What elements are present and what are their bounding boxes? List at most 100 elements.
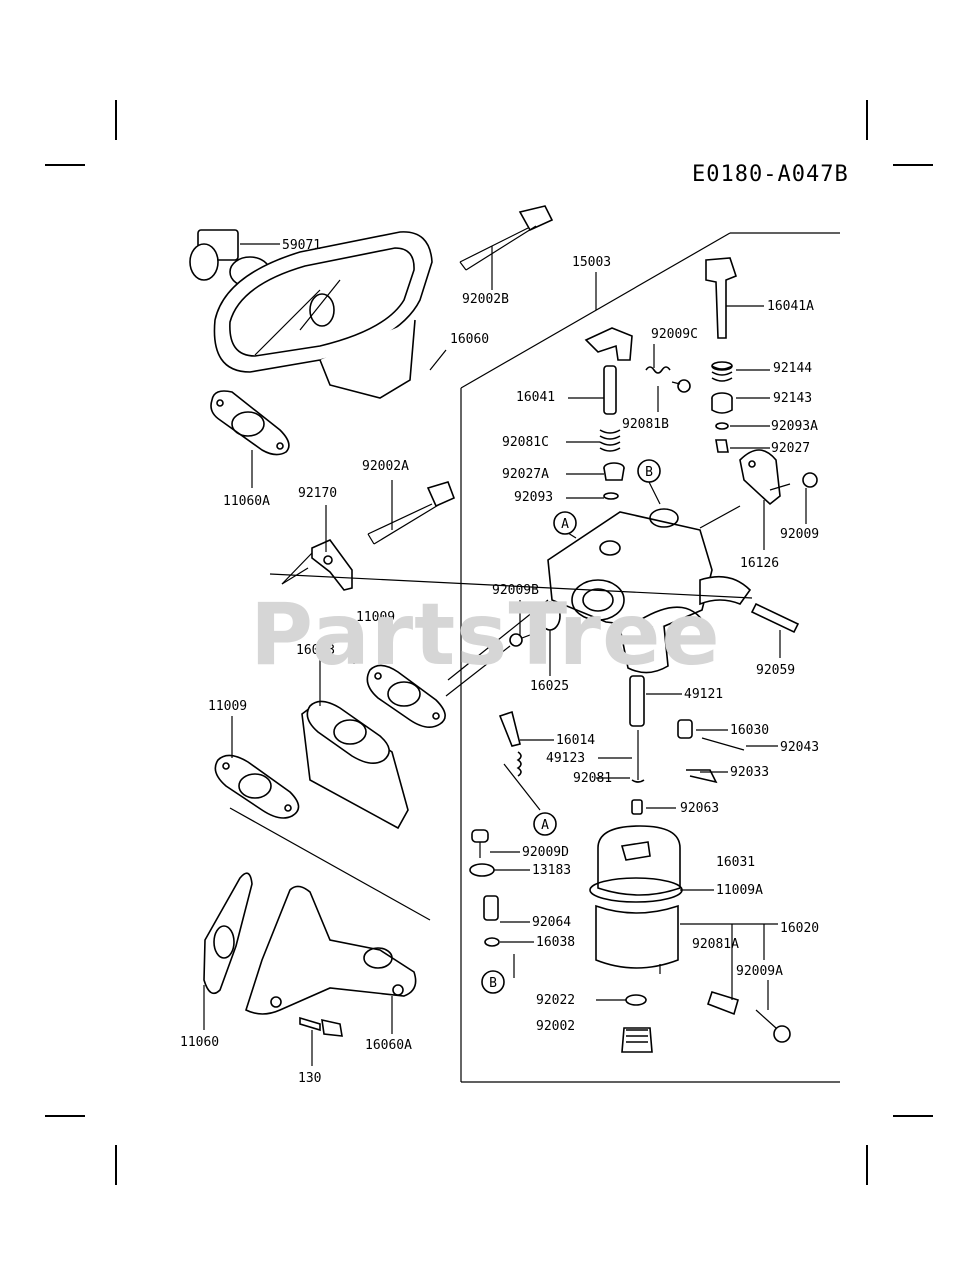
part-label: 16073 [296, 643, 335, 658]
part-label: 16020 [780, 921, 819, 936]
part-label: 92009 [780, 527, 819, 542]
part-label: 16126 [740, 556, 779, 571]
spring-92081c-drawing [599, 429, 621, 452]
crop-mark [893, 164, 933, 166]
part-label: 16060A [365, 1038, 412, 1053]
seal-92027-drawing [715, 439, 729, 453]
part-label: 92063 [680, 801, 719, 816]
float-valve-16030-drawing [677, 719, 693, 739]
shaft-92064-drawing [483, 895, 499, 921]
part-label: 92002 [536, 1019, 575, 1034]
part-label: 11009 [208, 699, 247, 714]
crop-mark [866, 100, 868, 140]
svg-text:A: A [541, 818, 549, 833]
callout-b-lower: B [481, 970, 505, 994]
pilot-jet-16014-drawing [498, 710, 522, 777]
leader-lines [203, 243, 807, 1066]
part-label: 92081 [573, 771, 612, 786]
part-label: 16014 [556, 733, 595, 748]
part-label: 92093A [771, 419, 818, 434]
plate-16073-drawing [301, 700, 409, 830]
part-label: 92027A [502, 467, 549, 482]
screw-92009c-drawing [671, 379, 691, 393]
part-labels: 59071 92002B 16060 11060A 92002A 92170 1… [180, 238, 819, 1086]
part-label: 11009A [716, 883, 763, 898]
part-label: 15003 [572, 255, 611, 270]
bolt-130-drawing [299, 1016, 343, 1037]
part-label: 92081C [502, 435, 549, 450]
seal-92027a-drawing [603, 462, 625, 481]
washer-92093-drawing [603, 492, 619, 500]
part-label: 59071 [282, 238, 321, 253]
part-label: 130 [298, 1071, 321, 1086]
part-label: 92009B [492, 583, 539, 598]
part-label: 92033 [730, 765, 769, 780]
part-label: 16025 [530, 679, 569, 694]
part-label: 16031 [716, 855, 755, 870]
diagram-code: E0180-A047B [692, 162, 849, 187]
choke-lever-16041a-drawing [705, 257, 737, 339]
svg-text:B: B [489, 976, 497, 991]
assembly-boundary [460, 232, 840, 1083]
gasket-11060-drawing [203, 872, 253, 995]
guide-line [229, 807, 431, 921]
gasket-11009-upper-drawing [366, 664, 446, 728]
plate-16126-drawing [739, 449, 781, 506]
gasket-11060a-drawing [210, 390, 290, 456]
crop-mark [115, 100, 117, 140]
float-bowl-16020-drawing [589, 825, 683, 974]
part-label: 92043 [780, 740, 819, 755]
gasket-11009-lower-drawing [214, 754, 300, 819]
part-label: 92170 [298, 486, 337, 501]
part-label: 92027 [771, 441, 810, 456]
part-label: 16030 [730, 723, 769, 738]
callout-a-upper: A [553, 511, 577, 535]
part-label: 92093 [514, 490, 553, 505]
crop-mark [866, 1145, 868, 1185]
part-label: 11060A [223, 494, 270, 509]
part-label: 92002A [362, 459, 409, 474]
emulsion-tube-49121-drawing [629, 675, 645, 727]
bracket-92170-drawing [281, 539, 353, 591]
crop-mark [115, 1145, 117, 1185]
part-label: 92002B [462, 292, 509, 307]
part-label: 92022 [536, 993, 575, 1008]
screw-92009d-drawing [471, 829, 489, 858]
washer-92022-drawing [625, 994, 647, 1006]
bolt-92002a-drawing [367, 481, 456, 545]
needle-49123-drawing [631, 730, 645, 783]
part-label: 92064 [532, 915, 571, 930]
bolt-92002b-drawing [459, 205, 554, 271]
part-label: 16060 [450, 332, 489, 347]
screw-92009a-drawing [755, 1009, 791, 1043]
part-label: 92081B [622, 417, 669, 432]
drain-bolt-92002-drawing [621, 1027, 653, 1053]
spring-92063-drawing [631, 799, 643, 815]
crop-mark [45, 1115, 85, 1117]
part-label: 92059 [756, 663, 795, 678]
part-label: 16041A [767, 299, 814, 314]
spring-92081a-drawing [706, 991, 739, 1016]
crop-mark [893, 1115, 933, 1117]
manifold-16060a-drawing [245, 885, 417, 1015]
part-label: 92144 [773, 361, 812, 376]
ring-16038-drawing [484, 937, 500, 947]
screw-92009-drawing [769, 472, 818, 491]
clip-92033-drawing [686, 769, 718, 784]
part-label: 11060 [180, 1035, 219, 1050]
part-label: 92143 [773, 391, 812, 406]
air-cleaner-base-drawing [189, 229, 433, 399]
part-label: 92009C [651, 327, 698, 342]
callout-a-lower: A [533, 812, 557, 836]
svg-text:B: B [645, 465, 653, 480]
part-label: 92009A [736, 964, 783, 979]
choke-shaft-16041-drawing [584, 327, 633, 415]
part-label: 92009D [522, 845, 569, 860]
clamp-13183-drawing [469, 863, 495, 877]
screw-92009b-drawing [509, 631, 539, 647]
carburetor-body-drawing [547, 508, 752, 674]
part-label: 49123 [546, 751, 585, 766]
part-label: 11009 [356, 610, 395, 625]
